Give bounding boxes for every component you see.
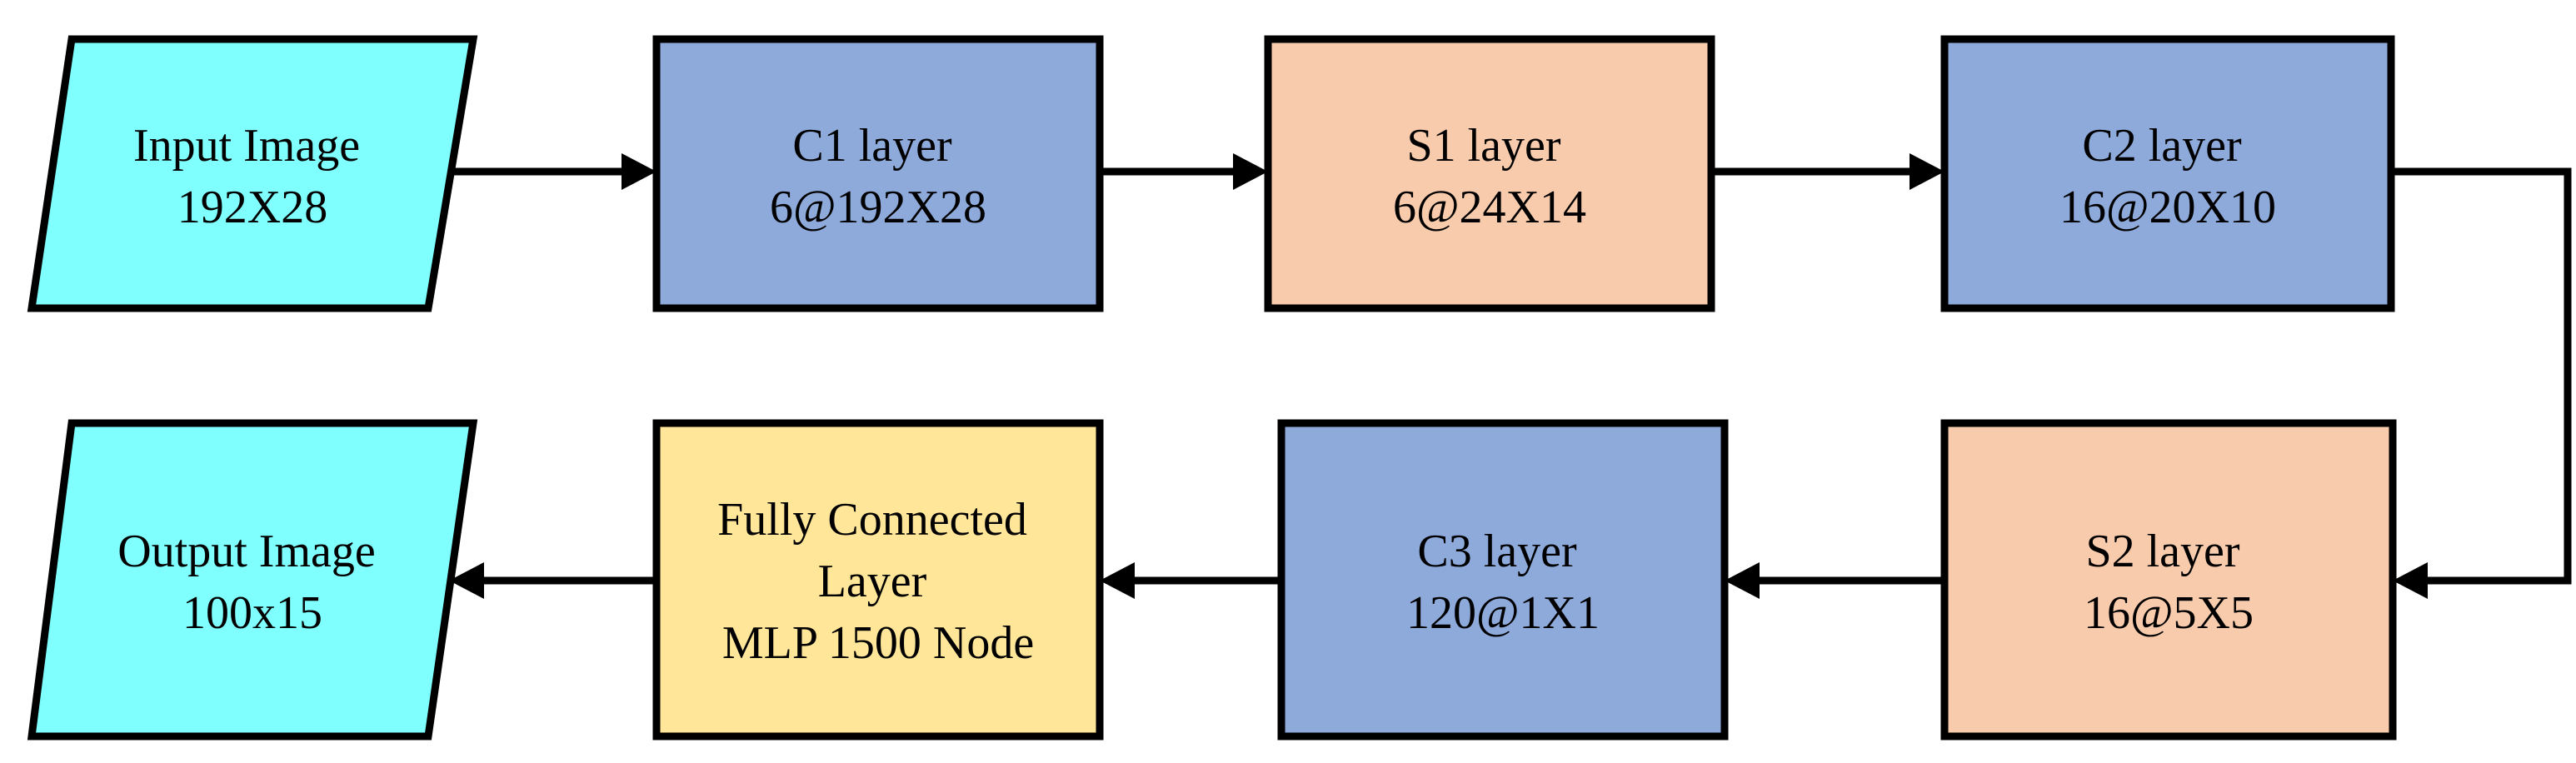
c3-layer-box [1277, 419, 1729, 741]
c1-layer-size: 6@192X28 [770, 182, 986, 233]
node-s1-layer: S1 layer 6@24X14 [1264, 35, 1715, 312]
fully-connected-label-line2: Layer [818, 556, 927, 607]
c2-layer-label: C2 layer [2082, 120, 2242, 172]
arrowhead-fc [1100, 562, 1135, 599]
c1-layer-box [652, 35, 1104, 312]
c1-layer-label: C1 layer [792, 120, 952, 172]
node-c2-layer: C2 layer 16@20X10 [1940, 35, 2395, 312]
fully-connected-label-line1: Fully Connected [717, 494, 1027, 546]
svg-text:C1 layer 6@192X28: C1 layer 6@192X28 [770, 120, 986, 233]
svg-text:S1 layer 6@24X14: S1 layer 6@24X14 [1393, 120, 1586, 233]
s2-layer-box [1940, 419, 2397, 741]
node-s2-layer: S2 layer 16@5X5 [1940, 419, 2397, 741]
arrowhead-c1 [622, 153, 656, 190]
svg-text:Fully Connected Layer: Fully Connected Layer MLP 1500 Node [717, 494, 1039, 669]
svg-text:C3 layer 120@1X1: C3 layer 120@1X1 [1406, 526, 1600, 639]
fully-connected-box [652, 419, 1104, 741]
edge-c2-to-s2 [2391, 167, 2572, 585]
s1-layer-size: 6@24X14 [1393, 182, 1586, 233]
arrowhead-s2 [2393, 562, 2428, 599]
fully-connected-label-line3: MLP 1500 Node [722, 617, 1034, 669]
output-image-size: 100x15 [182, 587, 322, 639]
arrowhead-output [449, 562, 484, 599]
node-fully-connected-layer: Fully Connected Layer MLP 1500 Node [652, 419, 1104, 741]
s1-layer-box [1264, 35, 1715, 312]
input-image-label: Input Image [133, 120, 360, 172]
svg-text:S2 layer 16@5X5: S2 layer 16@5X5 [2084, 526, 2254, 639]
svg-text:Output Image 100x15: Output Image 100x15 [117, 526, 387, 639]
c2-layer-box [1940, 35, 2395, 312]
node-c1-layer: C1 layer 6@192X28 [652, 35, 1104, 312]
arrowhead-s1 [1233, 153, 1268, 190]
c3-layer-label: C3 layer [1417, 526, 1577, 577]
output-image-parallelogram [27, 419, 478, 741]
c3-layer-size: 120@1X1 [1406, 587, 1600, 639]
node-output-image: Output Image 100x15 [27, 419, 478, 741]
arrowhead-c2 [1910, 153, 1944, 190]
edges [449, 153, 2572, 599]
node-input-image: Input Image 192X28 [27, 35, 478, 312]
output-image-label: Output Image [117, 526, 375, 577]
input-image-size: 192X28 [177, 182, 327, 233]
svg-text:Input Image 192X28: Input Image 192X28 [133, 120, 372, 233]
arrowhead-c3 [1725, 562, 1760, 599]
c2-layer-size: 16@20X10 [2059, 182, 2276, 233]
s2-layer-label: S2 layer [2085, 526, 2239, 577]
s1-layer-label: S1 layer [1406, 120, 1560, 172]
svg-text:C2 layer 16@20X10: C2 layer 16@20X10 [2059, 120, 2276, 233]
input-image-parallelogram [27, 35, 478, 312]
node-c3-layer: C3 layer 120@1X1 [1277, 419, 1729, 741]
s2-layer-size: 16@5X5 [2084, 587, 2254, 639]
